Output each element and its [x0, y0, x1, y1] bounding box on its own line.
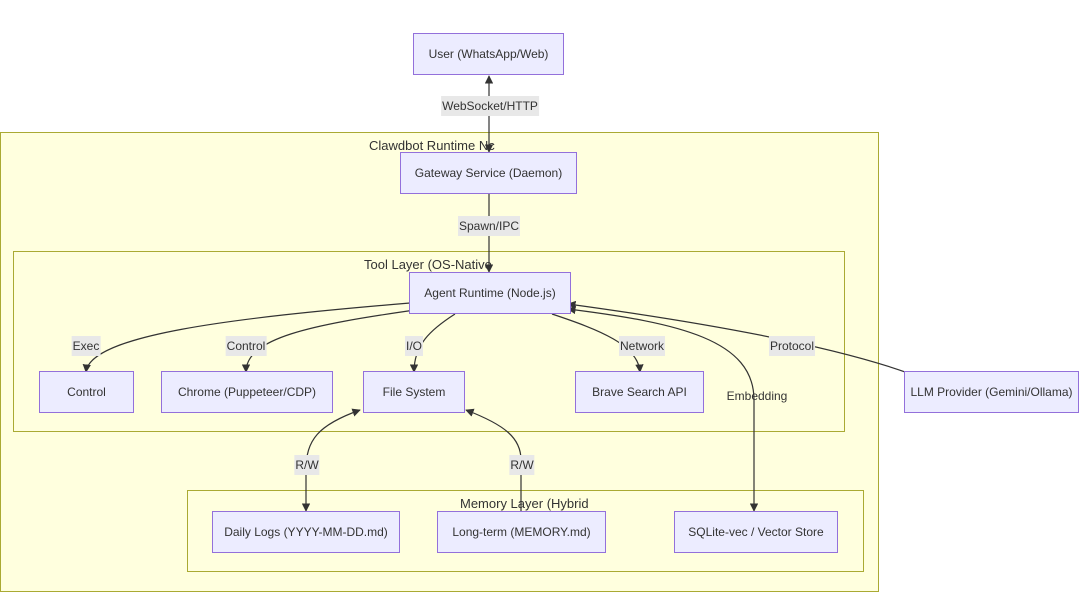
- edge-label-rw-right: R/W: [509, 455, 535, 475]
- daily-logs-node: Daily Logs (YYYY-MM-DD.md): [212, 511, 400, 553]
- cluster-memory-layer-title: Memory Layer (Hybrid: [460, 496, 589, 511]
- edge-label-embedding: Embedding: [726, 389, 788, 403]
- gateway-service-node: Gateway Service (Daemon): [400, 152, 577, 194]
- user-node: User (WhatsApp/Web): [413, 33, 564, 75]
- edge-agent-chrome: [241, 309, 416, 373]
- cluster-runtime-title: Clawdbot Runtime Nc: [369, 138, 495, 153]
- llm-provider-node: LLM Provider (Gemini/Ollama): [904, 371, 1079, 413]
- sqlite-vector-node: SQLite-vec / Vector Store: [674, 511, 838, 553]
- edge-label-protocol: Protocol: [768, 336, 816, 356]
- edge-label-io: I/O: [404, 336, 424, 356]
- file-system-node: File System: [363, 371, 465, 413]
- brave-search-node: Brave Search API: [575, 371, 704, 413]
- long-term-memory-node: Long-term (MEMORY.md): [437, 511, 606, 553]
- agent-runtime-node: Agent Runtime (Node.js): [409, 272, 571, 314]
- edge-label-rw-left: R/W: [294, 455, 320, 475]
- control-node: Control: [39, 371, 134, 413]
- edge-agent-sqlite: [567, 305, 759, 512]
- cluster-tool-layer-title: Tool Layer (OS-Native: [364, 257, 492, 272]
- chrome-node: Chrome (Puppeteer/CDP): [161, 371, 333, 413]
- edge-agent-filesystem: [409, 313, 456, 373]
- edge-agent-control: [82, 302, 411, 373]
- edge-label-network: Network: [618, 336, 666, 356]
- edge-label-exec: Exec: [71, 336, 101, 356]
- edge-label-websocket: WebSocket/HTTP: [441, 96, 539, 116]
- edge-label-control: Control: [225, 336, 267, 356]
- edge-label-spawn: Spawn/IPC: [457, 216, 521, 236]
